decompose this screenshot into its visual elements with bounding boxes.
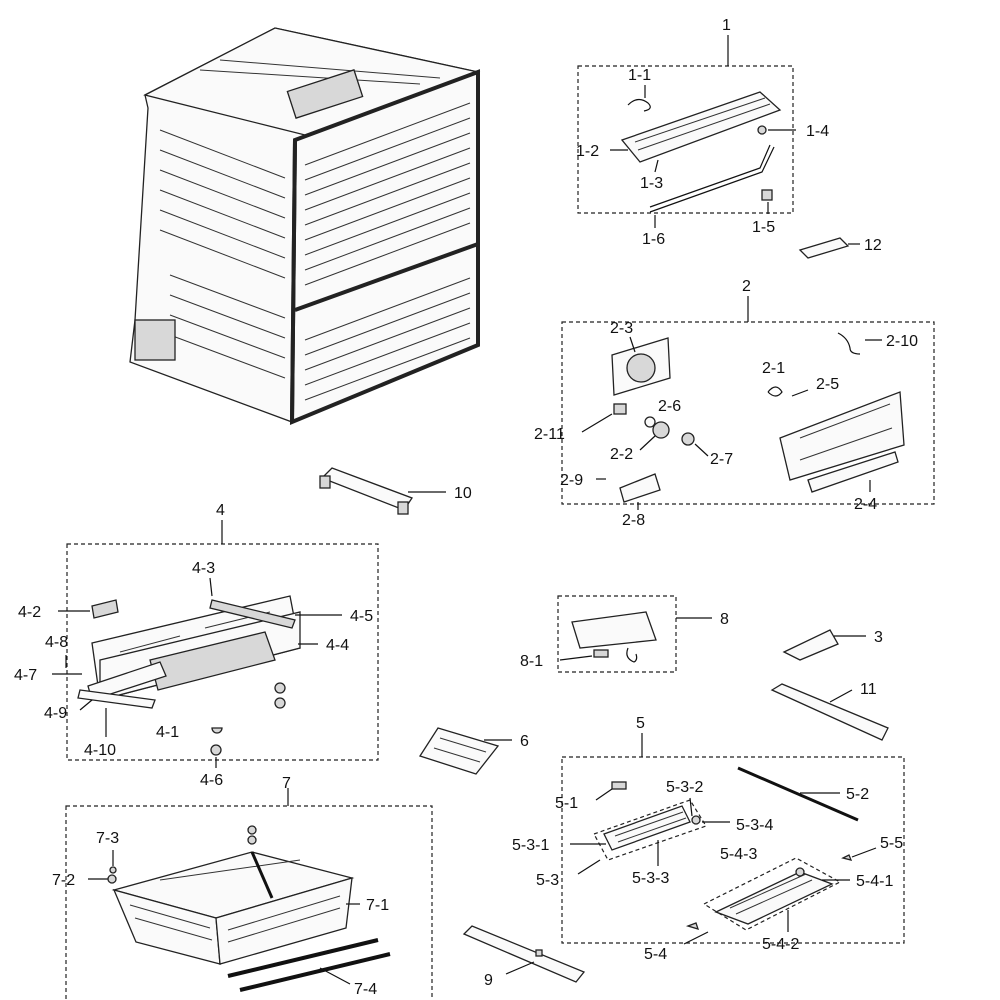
label-5-1: 5-1 [555, 795, 578, 812]
label-2-3: 2-3 [610, 320, 633, 337]
label-2-2: 2-2 [610, 446, 633, 463]
label-2-1: 2-1 [762, 360, 785, 377]
group-8-assembly: 8 8-1 [520, 595, 729, 673]
label-8: 8 [720, 611, 729, 628]
label-4-6: 4-6 [200, 772, 223, 789]
label-1-4: 1-4 [806, 123, 829, 140]
label-4-2: 4-2 [18, 604, 41, 621]
label-1-6: 1-6 [642, 231, 665, 248]
label-4-4: 4-4 [326, 637, 349, 654]
label-3: 3 [874, 629, 883, 646]
group-7-assembly: 7 7-1 7-3 7-2 7-4 [52, 775, 433, 1000]
group-4-assembly: 4 4-3 4-2 4-5 4-4 4-8 4-7 4-9 4-10 4-1 4… [14, 502, 379, 789]
label-6: 6 [520, 733, 529, 750]
label-5-5: 5-5 [880, 835, 903, 852]
label-12: 12 [864, 237, 882, 254]
label-4-8: 4-8 [45, 634, 68, 651]
label-7-4: 7-4 [354, 981, 377, 998]
label-4-5: 4-5 [350, 608, 373, 625]
label-4-3: 4-3 [192, 560, 215, 577]
group-2-assembly: 2 2-3 2-10 2-1 2-5 2-4 2-11 2-6 2-7 2-2 … [534, 278, 935, 529]
label-11: 11 [860, 681, 877, 698]
group-1-assembly: 1 1-1 1-2 1-3 1-4 1-6 1-5 [576, 17, 829, 248]
label-5-3-3: 5-3-3 [632, 870, 669, 887]
part-10: 10 [319, 467, 472, 515]
label-1-3: 1-3 [640, 175, 663, 192]
label-2-5: 2-5 [816, 376, 839, 393]
label-5-3-2: 5-3-2 [666, 779, 703, 796]
label-8-1: 8-1 [520, 653, 543, 670]
label-5-3-4: 5-3-4 [736, 817, 773, 834]
label-1-2: 1-2 [576, 143, 599, 160]
label-4-7: 4-7 [14, 667, 37, 684]
label-2-11: 2-11 [534, 426, 565, 443]
label-4-1: 4-1 [156, 724, 179, 741]
label-5-4-2: 5-4-2 [762, 936, 799, 953]
label-2-6: 2-6 [658, 398, 681, 415]
label-10: 10 [454, 485, 472, 502]
part-6: 6 [418, 727, 529, 775]
label-5-4-3: 5-4-3 [720, 846, 757, 863]
label-5-3: 5-3 [536, 872, 559, 889]
label-5-4: 5-4 [644, 946, 667, 963]
label-4-9: 4-9 [44, 705, 67, 722]
label-7: 7 [282, 775, 291, 792]
label-7-1: 7-1 [366, 897, 389, 914]
label-9: 9 [484, 972, 493, 989]
label-4: 4 [216, 502, 225, 519]
label-2-10: 2-10 [886, 333, 918, 350]
part-9: 9 [462, 925, 586, 989]
label-2-8: 2-8 [622, 512, 645, 529]
label-5-4-1: 5-4-1 [856, 873, 893, 890]
cabinet-body [129, 27, 481, 426]
label-1-5: 1-5 [752, 219, 775, 236]
label-1: 1 [722, 17, 731, 34]
label-2-9: 2-9 [560, 472, 583, 489]
label-4-10: 4-10 [84, 742, 116, 759]
label-2-7: 2-7 [710, 451, 733, 468]
label-2: 2 [742, 278, 751, 295]
part-3: 3 [782, 629, 883, 661]
label-5-2: 5-2 [846, 786, 869, 803]
label-5-3-1: 5-3-1 [512, 837, 549, 854]
label-5: 5 [636, 715, 645, 732]
label-2-4: 2-4 [854, 496, 877, 513]
part-11: 11 [770, 681, 889, 741]
group-5-assembly: 5 5-2 5-1 5-3-2 5-3-4 5-3-1 5-3 5-3-3 5-… [512, 715, 905, 963]
label-1-1: 1-1 [628, 67, 651, 84]
part-12: 12 [798, 237, 882, 259]
label-7-2: 7-2 [52, 872, 75, 889]
label-7-3: 7-3 [96, 830, 119, 847]
